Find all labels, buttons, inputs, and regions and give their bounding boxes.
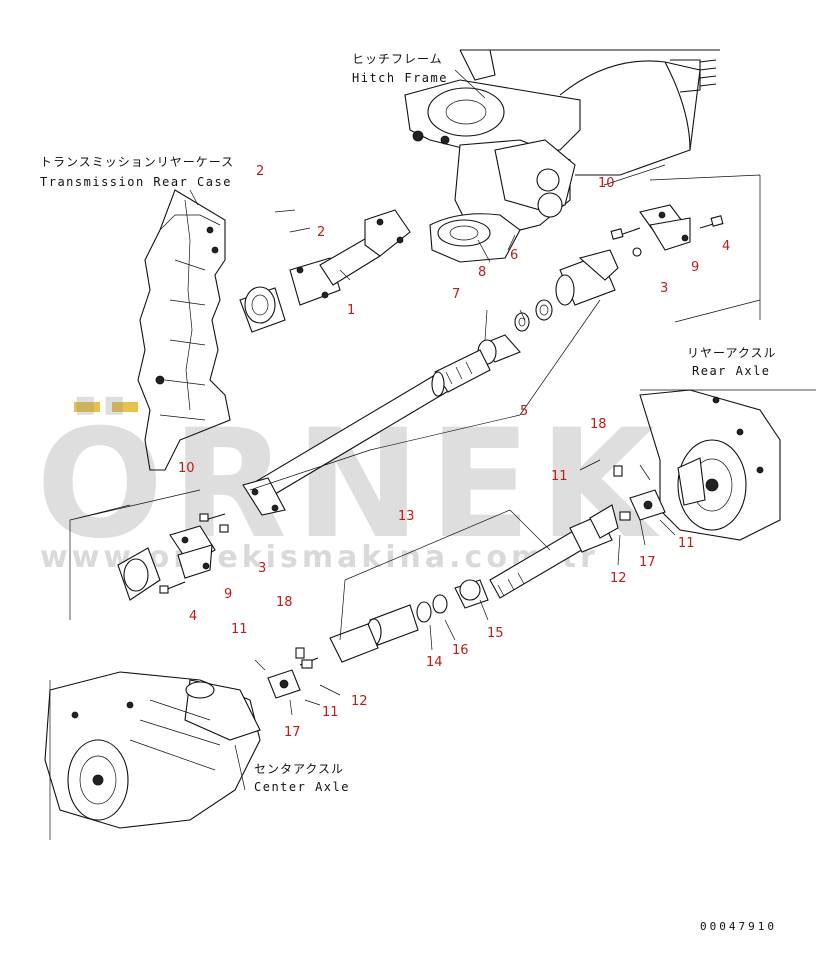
callout-16: 16 [452,643,469,658]
callout-6: 6 [510,248,518,263]
hitch-frame-label-jp: ヒッチフレーム [352,52,443,66]
rear-axle-label-jp: リヤーアクスル [687,346,777,360]
leader-lines [69,69,761,791]
center-axle [44,671,261,829]
callout-4: 4 [722,239,730,254]
center-axle-label-jp: センタアクスル [254,762,344,776]
callout-4: 4 [189,609,197,624]
callout-11: 11 [551,469,568,484]
upper-drive-shaft [239,209,411,333]
callout-17: 17 [284,725,301,740]
trans-rear-case-label-jp: トランスミッションリヤーケース [40,155,234,169]
callout-7: 7 [452,287,460,302]
callout-2: 2 [317,225,325,240]
cross-joints [267,465,666,699]
upper-coupling-set [610,204,724,257]
callout-9: 9 [224,587,232,602]
drawing-number: 00047910 [700,920,777,933]
callout-3: 3 [258,561,266,576]
callout-17: 17 [639,555,656,570]
frame-lines [49,389,816,840]
transmission-rear-case [137,189,231,471]
watermark-dot-left [74,402,100,412]
watermark-dot-right [112,402,138,412]
hitch-frame-label-en: Hitch Frame [352,71,448,85]
rear-axle-label-en: Rear Axle [692,364,771,378]
lower-drive-shaft [329,504,619,663]
callout-3: 3 [660,281,668,296]
callout-11: 11 [678,536,695,551]
callout-10: 10 [178,461,195,476]
long-drive-shaft [242,349,491,516]
callout-1: 1 [347,303,355,318]
part-callouts: 2 2 1 10 4 9 3 8 6 7 5 18 11 11 12 17 10… [178,164,730,740]
callout-12: 12 [610,571,627,586]
callout-18: 18 [276,595,293,610]
callout-11: 11 [322,705,339,720]
callout-8: 8 [478,265,486,280]
callout-13: 13 [398,509,415,524]
lower-left-coupling-set [117,513,229,601]
callout-9: 9 [691,260,699,275]
rear-axle [639,389,781,541]
hitch-frame [404,49,720,263]
callout-18: 18 [590,417,607,432]
center-axle-label-en: Center Axle [254,780,350,794]
callout-11: 11 [231,622,248,637]
trans-rear-case-label-en: Transmission Rear Case [40,175,232,189]
callout-2: 2 [256,164,264,179]
callout-12: 12 [351,694,368,709]
callout-15: 15 [487,626,504,641]
sleeve-parts [477,249,619,365]
callout-10: 10 [598,176,615,191]
watermark-brand: ÖRNEK [36,396,663,572]
location-labels: ヒッチフレーム Hitch Frame トランスミッションリヤーケース Tran… [40,52,777,933]
callout-14: 14 [426,655,443,670]
callout-5: 5 [520,404,528,419]
